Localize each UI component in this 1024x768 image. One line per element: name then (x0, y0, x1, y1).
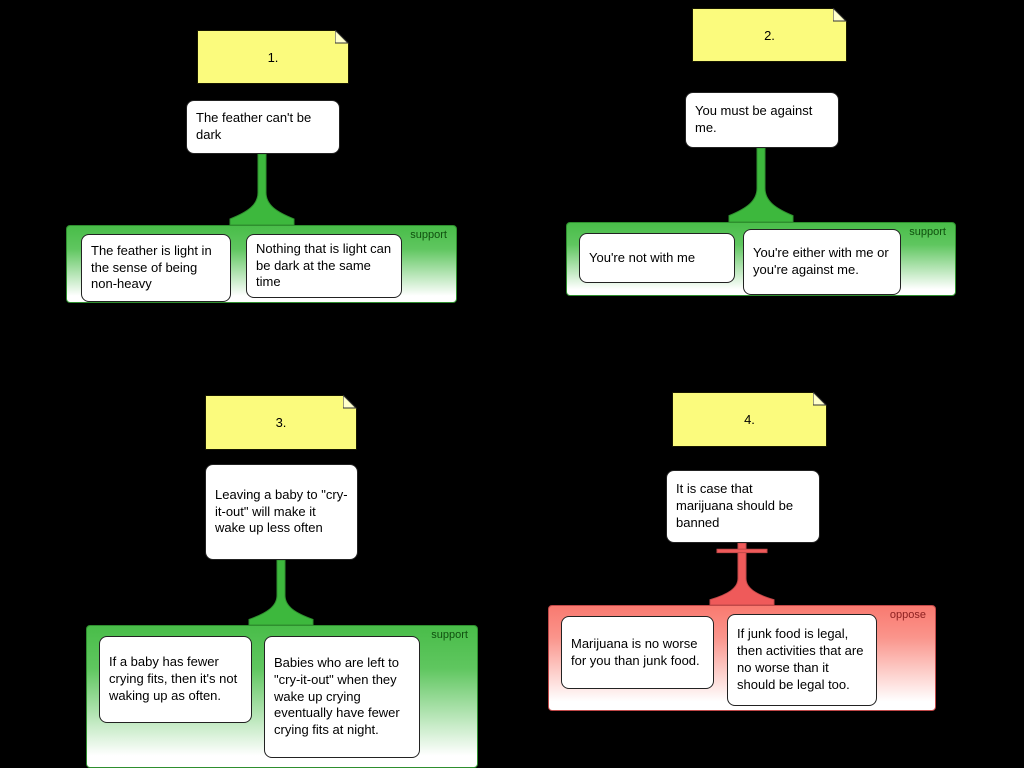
claim-box[interactable]: You must be against me. (685, 92, 839, 148)
folded-corner-icon (813, 392, 827, 406)
folded-corner-icon (343, 395, 357, 409)
premise-box[interactable]: If junk food is legal, then activities t… (727, 614, 877, 706)
premise-box[interactable]: Babies who are left to "cry-it-out" when… (264, 636, 420, 758)
reason-group[interactable]: support The feather is light in the sens… (66, 225, 457, 303)
sticky-note-3[interactable]: 3. (205, 395, 357, 450)
premise-box[interactable]: Marijuana is no worse for you than junk … (561, 616, 714, 689)
premise-box[interactable]: You're either with me or you're against … (743, 229, 901, 295)
claim-text: It is case that marijuana should be bann… (676, 481, 794, 530)
premise-text: You're not with me (589, 249, 696, 265)
relation-label: support (909, 226, 946, 238)
sticky-note-4[interactable]: 4. (672, 392, 827, 447)
premise-text: If a baby has fewer crying fits, then it… (109, 654, 238, 703)
relation-label: oppose (889, 609, 926, 621)
reason-group[interactable]: oppose Marijuana is no worse for you tha… (548, 605, 936, 711)
support-connector (248, 560, 314, 625)
premise-text: Nothing that is light can be dark at the… (256, 240, 392, 290)
claim-box[interactable]: It is case that marijuana should be bann… (666, 470, 820, 543)
claim-text: You must be against me. (695, 103, 813, 135)
oppose-connector (709, 543, 775, 605)
note-number: 2. (764, 27, 775, 43)
support-connector (728, 148, 794, 222)
premise-text: You're either with me or you're against … (753, 245, 889, 277)
claim-box[interactable]: Leaving a baby to "cry-it-out" will make… (205, 464, 358, 560)
note-number: 4. (744, 412, 755, 427)
reason-group[interactable]: support If a baby has fewer crying fits,… (86, 625, 478, 768)
note-number: 1. (267, 49, 279, 65)
premise-text: The feather is light in the sense of bei… (91, 242, 212, 292)
folded-corner-icon (833, 8, 847, 22)
claim-box[interactable]: The feather can't be dark (186, 100, 340, 154)
premise-text: Marijuana is no worse for you than junk … (571, 635, 700, 668)
sticky-note-2[interactable]: 2. (692, 8, 847, 62)
premise-text: Babies who are left to "cry-it-out" when… (274, 654, 400, 738)
folded-corner-icon (335, 30, 349, 44)
claim-text: Leaving a baby to "cry-it-out" will make… (215, 486, 348, 536)
relation-label: support (431, 629, 468, 641)
claim-text: The feather can't be dark (196, 110, 312, 142)
premise-text: If junk food is legal, then activities t… (737, 626, 864, 692)
reason-group[interactable]: support You're not with me You're either… (566, 222, 956, 296)
premise-box[interactable]: You're not with me (579, 233, 735, 283)
relation-label: support (410, 229, 447, 241)
premise-box[interactable]: If a baby has fewer crying fits, then it… (99, 636, 252, 723)
note-number: 3. (275, 415, 287, 430)
premise-box[interactable]: The feather is light in the sense of bei… (81, 234, 231, 302)
sticky-note-1[interactable]: 1. (197, 30, 349, 84)
support-connector (229, 154, 295, 225)
premise-box[interactable]: Nothing that is light can be dark at the… (246, 234, 402, 298)
